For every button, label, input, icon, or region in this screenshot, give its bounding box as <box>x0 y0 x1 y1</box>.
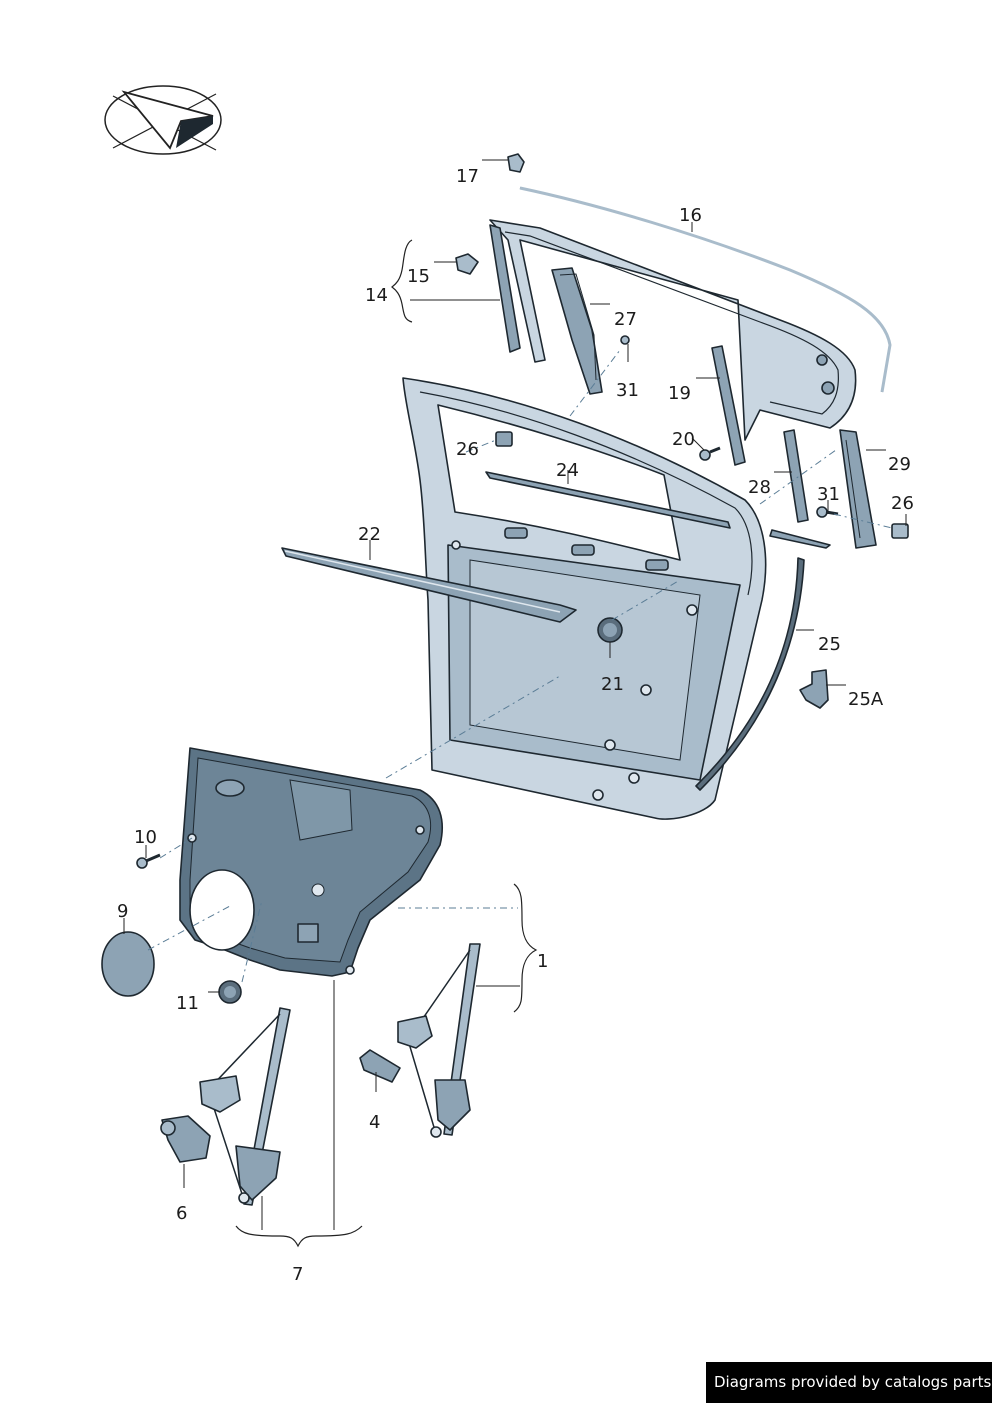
part-9-cover-disc <box>101 931 155 997</box>
label-part-25: 25 <box>818 634 841 655</box>
label-part-21: 21 <box>601 674 624 695</box>
part-25-rear-seal <box>695 557 805 791</box>
part-10-screw <box>136 853 161 869</box>
part-11-grommet <box>218 980 242 1004</box>
label-part-22: 22 <box>358 524 381 545</box>
label-part-10: 10 <box>134 827 157 848</box>
part-17-clip <box>507 153 525 173</box>
part-31-screw-upper <box>620 335 630 345</box>
part-6-motor <box>160 1115 211 1163</box>
label-part-24: 24 <box>556 460 579 481</box>
part-1-window-regulator <box>397 943 481 1138</box>
part-27-pillar-trim <box>551 267 603 395</box>
part-22-window-strip <box>281 547 577 623</box>
label-part-27: 27 <box>614 309 637 330</box>
catalog-credit-badge: Diagrams provided by catalogs parts <box>706 1362 992 1403</box>
label-part-19: 19 <box>668 383 691 404</box>
part-24-belt-strip <box>485 471 831 549</box>
part-26-clip-right <box>891 523 909 539</box>
part-7-window-regulator <box>199 1007 291 1206</box>
label-part-4: 4 <box>369 1112 380 1133</box>
label-part-25a: 25A <box>848 689 884 710</box>
part-26-clip-left <box>495 431 513 447</box>
door-module-carrier <box>179 747 443 977</box>
label-part-16: 16 <box>679 205 702 226</box>
part-20-screw <box>699 446 721 461</box>
label-part-11: 11 <box>176 993 199 1014</box>
part-labels: 17 16 15 14 27 31 19 20 26 24 29 28 31 2… <box>117 166 914 1285</box>
brace-1 <box>513 883 538 1013</box>
part-28-trim <box>783 429 809 523</box>
label-part-28: 28 <box>748 477 771 498</box>
part-19-rear-channel <box>711 345 746 466</box>
label-part-31-upper: 31 <box>616 380 639 401</box>
label-part-1: 1 <box>537 951 548 972</box>
brace-14 <box>391 239 413 323</box>
label-part-7: 7 <box>292 1264 303 1285</box>
assembly-lines <box>147 349 893 983</box>
brace-7 <box>235 1225 363 1248</box>
label-part-17: 17 <box>456 166 479 187</box>
part-15-clip <box>455 253 479 275</box>
label-part-20: 20 <box>672 429 695 450</box>
window-frame-seal <box>489 219 857 441</box>
part-4-drive-unit <box>359 1049 401 1083</box>
label-part-26-right: 26 <box>891 493 914 514</box>
label-part-29: 29 <box>888 454 911 475</box>
label-part-15: 15 <box>407 266 430 287</box>
label-part-31-lower: 31 <box>817 484 840 505</box>
orientation-arrow-icon <box>104 85 222 155</box>
part-29-trim <box>839 429 877 549</box>
label-part-26-left: 26 <box>456 439 479 460</box>
leader-lines <box>123 159 907 1230</box>
label-part-6: 6 <box>176 1203 187 1224</box>
part-14-guide-channel <box>455 224 521 353</box>
label-part-9: 9 <box>117 901 128 922</box>
part-16-upper-seal <box>519 186 892 393</box>
part-25a-bracket <box>799 669 829 709</box>
label-part-14: 14 <box>365 285 388 306</box>
